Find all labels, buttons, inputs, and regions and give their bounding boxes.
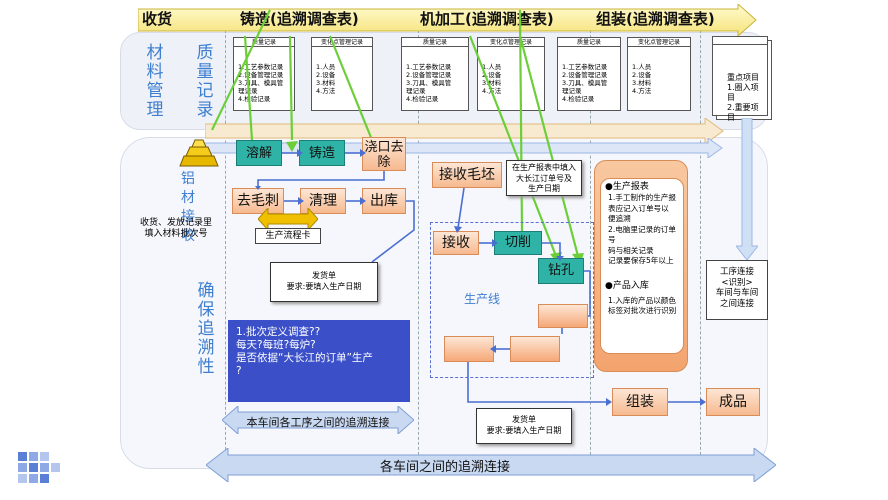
deburring-box: 去毛刺 bbox=[232, 188, 284, 214]
delivery-slip-body: 要求:要填入生产日期 bbox=[286, 282, 362, 291]
production-report-title: ●生产报表 bbox=[605, 182, 649, 192]
delivery-slip-body: 要求:要填入生产日期 bbox=[486, 426, 562, 435]
delivery-slip-1: 发货单 要求:要填入生产日期 bbox=[270, 262, 378, 302]
inter-shop-label: 各车间之间的追溯连接 bbox=[380, 460, 511, 475]
machining-quality-card: 质量记录 1.工艺参数记录 2.设备管理记录 3.刀具、模具管 理记录 4.检验… bbox=[401, 37, 469, 111]
flow-card-label: 生产流程卡 bbox=[255, 228, 321, 244]
intra-shop-arrow bbox=[222, 406, 414, 434]
stage-casting: 铸造(追溯调查表) bbox=[240, 10, 359, 28]
divider-1 bbox=[225, 10, 226, 470]
flow-card-arrow bbox=[258, 208, 318, 230]
intra-shop-label: 本车间各工序之间的追溯连接 bbox=[246, 416, 390, 429]
card-head: 变化点管理记录 bbox=[312, 38, 372, 47]
receive-box: 接收 bbox=[433, 231, 479, 255]
divider-2 bbox=[418, 10, 419, 470]
card-body: 1.人员 2.设备 3.材料 4.方法 bbox=[316, 63, 336, 95]
card-head: 变化点管理记录 bbox=[478, 38, 544, 47]
outbound-box: 出库 bbox=[362, 188, 406, 214]
logo-squares-icon bbox=[18, 452, 60, 483]
stage-assembly: 组装(追溯调查表) bbox=[596, 10, 715, 28]
label-aluminum-receive: 铝材接收 bbox=[181, 171, 195, 244]
stage-arrow bbox=[138, 4, 757, 36]
casting-change-card: 变化点管理记录 1.人员 2.设备 3.材料 4.方法 bbox=[311, 37, 373, 111]
card-body: 1.工艺参数记录 2.设备管理记录 3.刀具、模具管 理记录 4.检验记录 bbox=[562, 63, 608, 103]
divider-3 bbox=[590, 10, 591, 470]
production-report-body: 1.手工制作的生产报 表应记入订单号以 便追溯 2.电脑里记录的订单号 码与相关… bbox=[608, 193, 676, 265]
assembly-quality-card: 质量记录 1.工艺参数记录 2.设备管理记录 3.刀具、模具管 理记录 4.检验… bbox=[557, 37, 621, 111]
card-head: 质量记录 bbox=[558, 38, 620, 47]
label-material-mgmt: 材料管理 bbox=[146, 43, 164, 120]
production-report-content: ●生产报表 1.手工制作的生产报 表应记入订单号以 便追溯 2.电脑里记录的订单… bbox=[600, 178, 684, 354]
production-line-label: 生产线 bbox=[464, 292, 501, 306]
production-line-area bbox=[430, 222, 594, 378]
key-items-text: 重点项目 1.圈入项目 2.重要项目 bbox=[727, 73, 759, 122]
batch-questions-box: 1.批次定义调查?? 每天?每班?每炉? 是否依据“大长江的订单”生产 ? bbox=[228, 320, 410, 402]
aluminum-ingot-icon bbox=[179, 139, 219, 167]
assembly-box: 组装 bbox=[612, 388, 668, 416]
card-body: 1.人员 2.设备 3.材料 4.方法 bbox=[632, 63, 652, 95]
label-ensure-trace: 确保追溯性 bbox=[197, 281, 215, 377]
casting-box: 铸造 bbox=[299, 140, 345, 166]
card-head: 质量记录 bbox=[402, 38, 468, 47]
card-head: 质量记录 bbox=[234, 38, 294, 47]
product-inbound-body: 1.入库的产品以颜色 标签对批次进行识别 bbox=[608, 295, 677, 316]
divider-4 bbox=[700, 10, 701, 470]
report-note: 在生产报表中填入 大长江订单号及 生产日期 bbox=[506, 160, 582, 196]
process-link-box: 工序连接 <识别> 车间与车间 之间连接 bbox=[706, 260, 768, 320]
stage-receiving: 收货 bbox=[142, 10, 173, 28]
finished-box: 成品 bbox=[706, 388, 760, 416]
product-inbound-title: ●产品入库 bbox=[605, 280, 649, 291]
inter-shop-arrow bbox=[206, 448, 776, 482]
assembly-change-card: 变化点管理记录 1.人员 2.设备 3.材料 4.方法 bbox=[627, 37, 691, 111]
receive-blank-box: 接收毛坯 bbox=[432, 162, 502, 188]
key-down-arrow bbox=[736, 118, 758, 260]
melting-box: 溶解 bbox=[236, 140, 282, 166]
delivery-slip-2: 发货单 要求:要填入生产日期 bbox=[476, 408, 572, 444]
line-step-2 bbox=[510, 336, 560, 362]
receipt-record-note: 收货、发放记录里 填入材料批次号 bbox=[139, 218, 212, 239]
card-body: 1.工艺参数记录 2.设备管理记录 3.刀具、模具管 理记录 4.检验记录 bbox=[406, 63, 452, 103]
card-head bbox=[713, 37, 767, 45]
line-step-1 bbox=[538, 304, 588, 328]
delivery-slip-title: 发货单 bbox=[312, 271, 336, 280]
quality-band-arrow bbox=[205, 118, 724, 144]
cutting-box: 切削 bbox=[494, 231, 542, 255]
label-quality-record: 质量记录 bbox=[196, 43, 214, 120]
delivery-slip-title: 发货单 bbox=[512, 415, 536, 424]
machining-change-card: 变化点管理记录 1.人员 2.设备 3.材料 4.方法 bbox=[477, 37, 545, 111]
key-items-card: 重点项目 1.圈入项目 2.重要项目 bbox=[712, 36, 768, 122]
drilling-box: 钻孔 bbox=[538, 258, 584, 284]
line-step-3 bbox=[444, 336, 494, 362]
card-head: 变化点管理记录 bbox=[628, 38, 690, 47]
